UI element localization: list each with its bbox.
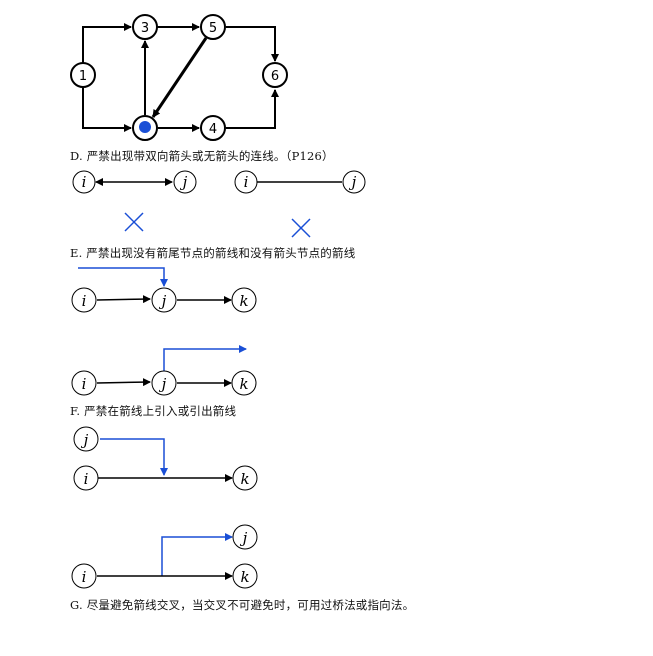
edge-4-6 <box>226 89 279 129</box>
svg-text:j: j <box>240 529 248 547</box>
edge-5-6 <box>226 26 279 62</box>
svg-text:1: 1 <box>79 69 87 84</box>
node-2-highlighted <box>132 115 158 141</box>
rule-f-example-lead-in: j i k <box>73 426 258 491</box>
cross-mark-icon <box>124 212 144 232</box>
edge-1-3 <box>82 23 132 63</box>
svg-text:j: j <box>159 375 167 393</box>
rule-f-text: F. 严禁在箭线上引入或引出箭线 <box>70 404 237 418</box>
cross-mark-icon <box>291 218 311 238</box>
svg-text:i: i <box>82 375 87 393</box>
svg-text:6: 6 <box>271 69 279 84</box>
svg-text:3: 3 <box>141 21 149 36</box>
rule-e-text: E. 严禁出现没有箭尾节点的箭线和没有箭头节点的箭线 <box>70 246 356 260</box>
svg-text:k: k <box>240 568 249 586</box>
node-4: 4 <box>200 115 226 141</box>
svg-text:i: i <box>82 568 87 586</box>
rule-d-text: D. 严禁出现带双向箭头或无箭头的连线。（P126） <box>70 149 334 163</box>
node-5: 5 <box>200 14 226 40</box>
rule-e-example-no-head: i j k <box>71 345 257 396</box>
rule-d-example-no-arrow: i j <box>234 170 366 194</box>
rule-f-example-lead-out: i j k <box>71 524 258 589</box>
svg-text:j: j <box>159 292 167 310</box>
svg-text:i: i <box>244 173 249 191</box>
node-6: 6 <box>262 62 288 88</box>
svg-text:5: 5 <box>209 21 217 36</box>
svg-text:k: k <box>239 292 248 310</box>
rule-g-text: G. 尽量避免箭线交叉，当交叉不可避免时，可用过桥法或指向法。 <box>70 598 415 612</box>
rule-e-example-no-tail: i j k <box>71 267 257 313</box>
top-network: 1 3 5 6 4 <box>70 14 288 141</box>
edge-1-2 <box>82 87 132 132</box>
rule-d-example-bidirectional: i j <box>72 170 197 194</box>
svg-text:k: k <box>239 375 248 393</box>
node-1: 1 <box>70 62 96 88</box>
svg-text:4: 4 <box>209 122 217 137</box>
edge-5-2 <box>151 37 208 118</box>
svg-text:i: i <box>82 292 87 310</box>
svg-text:j: j <box>349 173 357 191</box>
svg-text:j: j <box>180 173 188 191</box>
node-3: 3 <box>132 14 158 40</box>
svg-text:k: k <box>240 470 249 488</box>
svg-text:i: i <box>82 173 87 191</box>
svg-text:j: j <box>81 431 89 449</box>
svg-text:i: i <box>84 470 89 488</box>
